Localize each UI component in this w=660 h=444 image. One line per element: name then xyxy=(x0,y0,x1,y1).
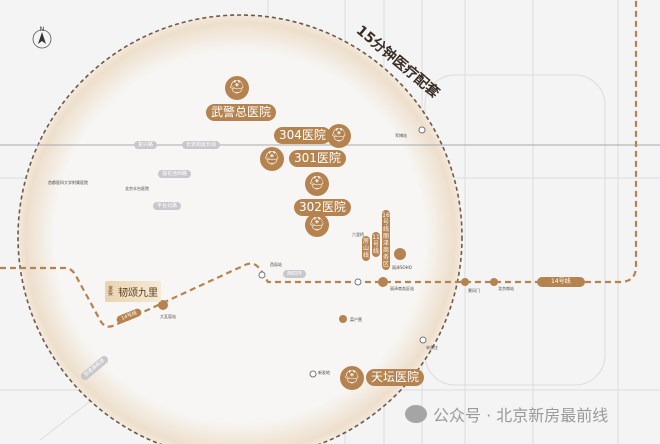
station-label: 北京南站 xyxy=(498,286,514,291)
radius-dashed-border xyxy=(17,14,463,444)
hospital-icon: ⛑ xyxy=(225,76,249,100)
station-label: 菜户营 xyxy=(350,317,362,322)
station-label: 景风门 xyxy=(468,288,480,293)
transfer-stations xyxy=(258,126,427,378)
hospital-icon: ⛑ xyxy=(340,366,364,390)
wechat-icon xyxy=(405,405,427,423)
hospital-icon: ⛑ xyxy=(327,124,351,148)
project-name: 韧颂九里 xyxy=(118,288,158,299)
project-marker[interactable]: 京投 韧颂九里 xyxy=(105,281,161,302)
metro-line-14 xyxy=(0,0,638,328)
hospital-icon: ⛑ xyxy=(305,172,329,196)
hospital-label-tiantan[interactable]: 天坛医院 xyxy=(366,369,425,386)
line14-badge: 14号线 xyxy=(537,277,585,287)
hospital-label-wujing[interactable]: 武警总医院 xyxy=(206,104,277,121)
station-label: 大瓦窑站 xyxy=(160,314,176,319)
road-label: 莲花池西路 xyxy=(158,170,192,178)
metro-line-label: 11号线 xyxy=(372,232,380,257)
station-label: 西局站 xyxy=(270,262,282,267)
road-label: 长安街延长线 xyxy=(182,141,221,149)
station-label: 丽泽商务区站 xyxy=(390,286,414,291)
hospital-icon: ⛑ xyxy=(260,147,284,171)
hospital-icon: ⛑ xyxy=(305,213,329,237)
compass-icon xyxy=(32,29,52,49)
metro-stations xyxy=(158,248,498,323)
hospital-label-302[interactable]: 302医院 xyxy=(294,199,351,216)
station-label: 新发地 xyxy=(318,370,330,375)
metro-line-label: 16号线丽泽商务区 xyxy=(382,210,390,270)
place-label: 首都医科大学附属医院 xyxy=(48,180,88,185)
station-label: 六里桥 xyxy=(352,232,364,237)
watermark: 公众号 · 北京新房最前线 xyxy=(405,402,608,426)
hospital-label-304[interactable]: 304医院 xyxy=(274,127,331,144)
road-label: 丰台北路 xyxy=(153,202,182,210)
road-label: 复兴路 xyxy=(134,141,158,149)
station-label: 宋家庄 xyxy=(426,345,438,350)
project-brand: 京投 xyxy=(108,285,114,297)
road-label: 西四环 xyxy=(283,270,307,278)
compass-label: N xyxy=(40,26,45,33)
radius-circle xyxy=(18,15,462,444)
hospital-label-301[interactable]: 301医院 xyxy=(289,150,346,167)
metro-line-label: 房山线 xyxy=(362,236,370,261)
place-label: 北京丰台医院 xyxy=(125,186,149,191)
station-label: 丽泽SOHO xyxy=(392,265,412,270)
watermark-text: 公众号 · 北京新房最前线 xyxy=(433,406,609,425)
station-label: 军博站 xyxy=(395,133,407,138)
